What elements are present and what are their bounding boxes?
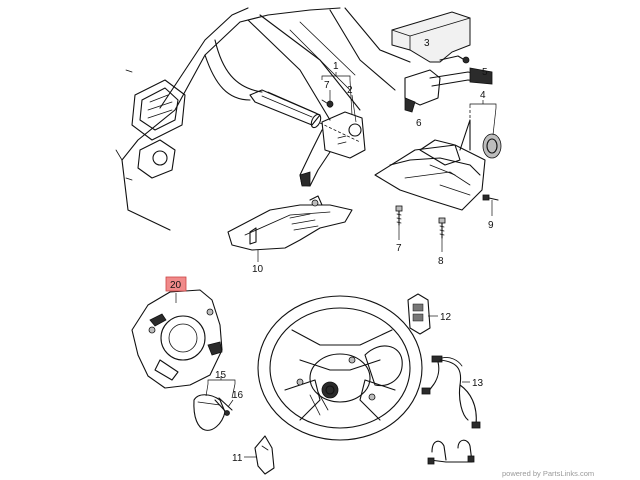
watermark-credit: powered by PartsLinks.com [502,469,594,478]
wiper-stalk-switch [404,55,493,113]
callout-12: 12 [440,312,452,323]
switch-button-11 [254,435,275,475]
leader-lines [175,72,497,458]
callout-7-lower: 7 [396,243,402,254]
callout-13: 13 [472,378,484,389]
callout-16: 16 [232,390,244,401]
bolt-8 [438,217,446,239]
callout-3: 3 [424,38,430,49]
bolt-7-lower [395,205,403,226]
switch-button-12 [407,293,431,335]
callout-10: 10 [252,264,264,275]
callout-7-upper: 7 [324,80,330,91]
steering-wheel [257,295,423,441]
callout-6: 6 [416,118,422,129]
screw-9 [482,194,499,201]
wiring-harness-small [427,439,475,465]
dashboard-panel-illustration [115,7,411,231]
callout-4: 4 [480,90,486,101]
callout-20: 20 [170,280,182,291]
callout-8: 8 [438,256,444,267]
retainer-15 [193,394,226,431]
steering-column-housing [374,110,502,211]
callout-11: 11 [232,453,243,464]
callout-9: 9 [488,220,494,231]
clock-spring-20 [131,289,223,389]
column-trim-cover [391,11,471,63]
combination-switch-assembly [299,99,366,187]
screws-16 [214,397,233,416]
callout-1: 1 [333,61,339,72]
wiring-harness-13 [421,355,481,429]
steering-column-shaft [249,89,361,143]
callout-20-highlight [165,276,187,292]
callout-15: 15 [215,370,227,381]
callout-2: 2 [347,85,353,96]
mounting-bracket-10 [227,195,353,251]
bolt-7-upper [326,100,334,108]
callout-5: 5 [482,67,488,78]
callout-labels: 1 7 2 3 4 5 6 7 8 9 10 20 15 16 11 12 13 [165,38,494,464]
